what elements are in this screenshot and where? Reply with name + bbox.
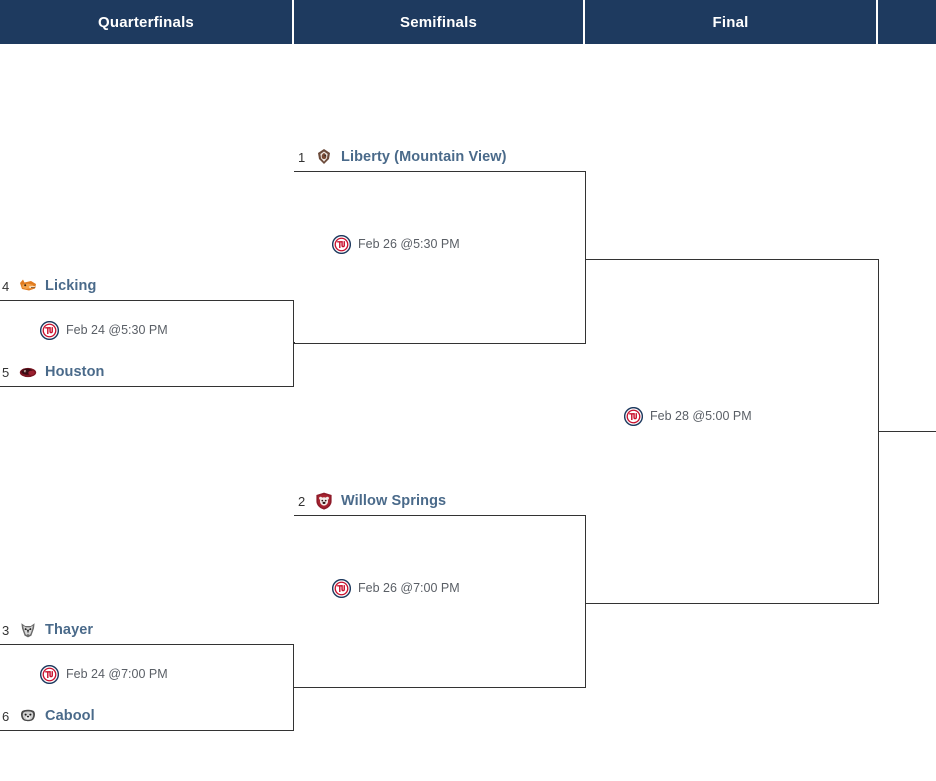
round-header-semifinals: Semifinals xyxy=(294,0,585,44)
game-final[interactable]: Feb 28 @5:00 PM xyxy=(624,406,752,426)
tv-icon[interactable] xyxy=(40,664,59,684)
round-header-final: Final xyxy=(585,0,878,44)
qf-bottom-line-upper xyxy=(0,644,294,645)
team-name: Cabool xyxy=(45,708,95,724)
eagle-logo xyxy=(314,147,334,167)
bulldog-head-logo xyxy=(18,706,38,726)
game-time: Feb 24 @7:00 PM xyxy=(66,667,168,681)
tv-icon[interactable] xyxy=(332,234,351,254)
sf-bottom-line-upper xyxy=(294,515,586,516)
team-seed: 6 xyxy=(2,708,10,724)
qf-bottom-line-lower xyxy=(0,730,294,731)
team-row-houston[interactable]: 5 Houston xyxy=(2,361,105,383)
champion-line-stub xyxy=(878,431,936,432)
final-line-upper xyxy=(585,259,879,260)
team-row-cabool[interactable]: 6 Cabool xyxy=(2,705,95,727)
game-sf-top[interactable]: Feb 26 @5:30 PM xyxy=(332,234,460,254)
sf-top-line-upper xyxy=(294,171,586,172)
sf-bottom-line-right xyxy=(585,515,586,688)
team-name: Licking xyxy=(45,278,97,294)
team-row-licking[interactable]: 4 Licking xyxy=(2,275,96,297)
team-seed: 3 xyxy=(2,622,10,638)
team-row-willow-springs[interactable]: 2 Willow Springs xyxy=(298,490,446,512)
sf-bottom-line-lower xyxy=(294,687,586,688)
game-qf-bottom[interactable]: Feb 24 @7:00 PM xyxy=(40,664,168,684)
sf-top-line-lower xyxy=(294,343,586,344)
round-header-row: Quarterfinals Semifinals Final xyxy=(0,0,936,44)
team-name: Thayer xyxy=(45,622,94,638)
game-time: Feb 24 @5:30 PM xyxy=(66,323,168,337)
game-time: Feb 28 @5:00 PM xyxy=(650,409,752,423)
final-line-lower xyxy=(585,603,879,604)
round-header-quarterfinals: Quarterfinals xyxy=(0,0,294,44)
team-row-thayer[interactable]: 3 Thayer xyxy=(2,619,93,641)
qf-top-line-stub xyxy=(293,342,295,343)
tv-icon[interactable] xyxy=(624,406,643,426)
tv-icon[interactable] xyxy=(40,320,59,340)
team-name: Liberty (Mountain View) xyxy=(341,149,507,165)
round-header-champion xyxy=(878,0,936,44)
team-seed: 2 xyxy=(298,493,306,509)
tv-icon[interactable] xyxy=(332,578,351,598)
team-row-liberty[interactable]: 1 Liberty (Mountain View) xyxy=(298,146,507,168)
qf-top-line-lower xyxy=(0,386,294,387)
team-seed: 1 xyxy=(298,149,306,165)
bulldog-logo xyxy=(18,362,38,382)
wolf-logo xyxy=(18,620,38,640)
bear-shield-logo xyxy=(314,491,334,511)
sf-top-line-right xyxy=(585,171,586,344)
game-sf-bottom[interactable]: Feb 26 @7:00 PM xyxy=(332,578,460,598)
team-name: Willow Springs xyxy=(341,493,447,509)
qf-top-line-upper xyxy=(0,300,294,301)
team-seed: 5 xyxy=(2,364,10,380)
team-name: Houston xyxy=(45,364,105,380)
game-time: Feb 26 @5:30 PM xyxy=(358,237,460,251)
qf-top-line-right xyxy=(293,300,294,387)
wildcat-logo xyxy=(18,276,38,296)
game-qf-top[interactable]: Feb 24 @5:30 PM xyxy=(40,320,168,340)
team-seed: 4 xyxy=(2,278,10,294)
game-time: Feb 26 @7:00 PM xyxy=(358,581,460,595)
